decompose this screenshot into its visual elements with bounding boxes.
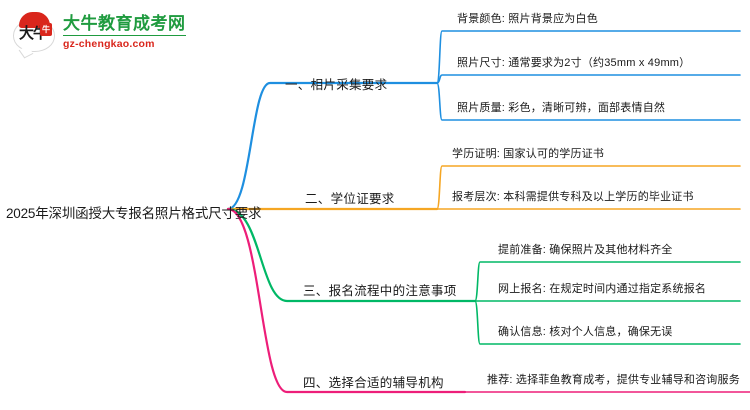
mindmap-branch-label-3[interactable]: 三、报名流程中的注意事项 <box>303 284 457 298</box>
mindmap-leaf-label-3-2[interactable]: 网上报名: 在规定时间内通过指定系统报名 <box>498 283 707 295</box>
mindmap-branch-label-2[interactable]: 二、学位证要求 <box>305 192 395 206</box>
mindmap-leaf-label-3-3[interactable]: 确认信息: 核对个人信息，确保无误 <box>498 326 673 338</box>
mindmap-branch-label-4[interactable]: 四、选择合适的辅导机构 <box>303 376 444 390</box>
mindmap-leaf-label-1-1[interactable]: 背景颜色: 照片背景应为白色 <box>457 13 598 25</box>
mindmap-leaf-label-1-3[interactable]: 照片质量: 彩色，清晰可辨，面部表情自然 <box>457 102 666 114</box>
logo-divider <box>63 34 186 36</box>
logo-title: 大牛教育成考网 <box>63 13 186 33</box>
logo-mark-icon: 大牛 牛 <box>12 10 56 54</box>
logo-url: gz-chengkao.com <box>63 37 155 50</box>
mindmap-leaf-label-3-1[interactable]: 提前准备: 确保照片及其他材料齐全 <box>498 244 673 256</box>
mindmap-branch-label-1[interactable]: 一、相片采集要求 <box>285 78 388 92</box>
mindmap-leaf-label-4-1[interactable]: 推荐: 选择菲鱼教育成考，提供专业辅导和咨询服务 <box>487 374 740 386</box>
mindmap-leaf-label-2-1[interactable]: 学历证明: 国家认可的学历证书 <box>452 148 605 160</box>
mindmap-leaf-label-2-2[interactable]: 报考层次: 本科需提供专科及以上学历的毕业证书 <box>452 191 694 203</box>
logo-badge-icon: 牛 <box>40 23 52 36</box>
site-logo: 大牛 牛 大牛教育成考网 gz-chengkao.com <box>12 8 227 56</box>
logo-wordmark: 大牛教育成考网 gz-chengkao.com <box>63 15 186 50</box>
mindmap-leaf-label-1-2[interactable]: 照片尺寸: 通常要求为2寸（约35mm x 49mm） <box>457 57 691 69</box>
mindmap-root-label[interactable]: 2025年深圳函授大专报名照片格式尺寸要求 <box>6 206 262 221</box>
